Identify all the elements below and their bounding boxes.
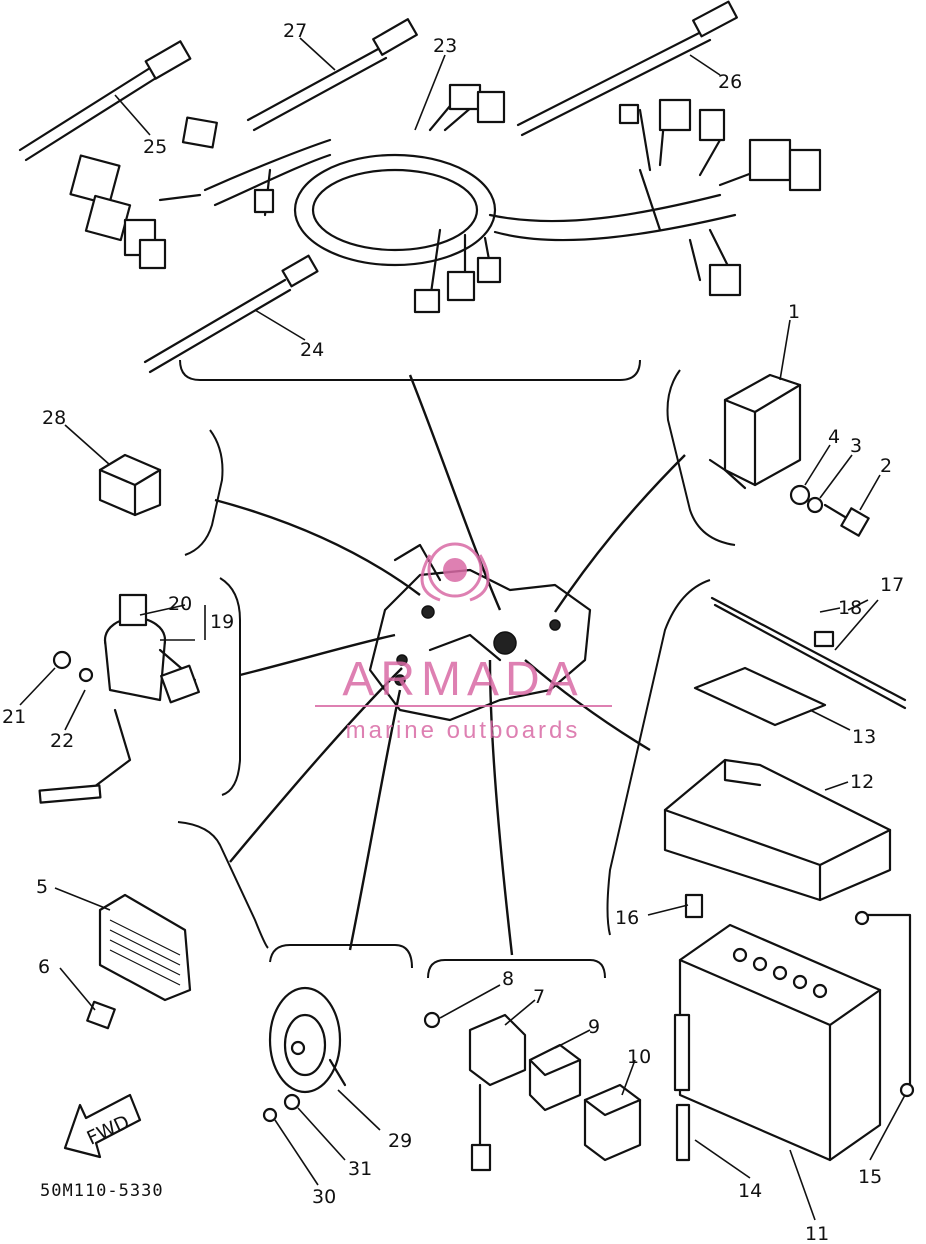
battery-band bbox=[710, 596, 907, 710]
group-brackets bbox=[177, 359, 736, 979]
callout-21: 21 bbox=[2, 706, 26, 728]
watermark: ARMADA marine outboards bbox=[315, 542, 612, 744]
callout-19: 19 bbox=[210, 611, 234, 633]
cable-tie-26 bbox=[516, 0, 738, 137]
callout-24: 24 bbox=[300, 339, 324, 361]
callout-1: 1 bbox=[788, 301, 800, 323]
callout-28: 28 bbox=[42, 407, 66, 429]
callout-18: 18 bbox=[838, 597, 862, 619]
callout-23: 23 bbox=[433, 35, 457, 57]
callout-7: 7 bbox=[533, 986, 545, 1008]
battery bbox=[678, 923, 882, 1162]
harness-connectors bbox=[69, 83, 822, 314]
callout-10: 10 bbox=[627, 1046, 651, 1068]
callout-30: 30 bbox=[312, 1186, 336, 1208]
callout-8: 8 bbox=[502, 968, 514, 990]
callout-11: 11 bbox=[805, 1223, 829, 1244]
horn bbox=[262, 986, 347, 1123]
watermark-logo-icon bbox=[427, 542, 483, 598]
main-switch bbox=[38, 593, 200, 804]
callout-12: 12 bbox=[850, 771, 874, 793]
callout-14: 14 bbox=[738, 1180, 762, 1202]
relay-10 bbox=[583, 1083, 642, 1162]
callout-6: 6 bbox=[38, 956, 50, 978]
battery-pad bbox=[693, 666, 827, 727]
callouts: 1 2 3 4 5 6 7 8 9 10 11 12 13 14 15 16 1… bbox=[2, 20, 904, 1244]
breather-hose bbox=[673, 1013, 691, 1162]
callout-3: 3 bbox=[850, 435, 862, 457]
callout-15: 15 bbox=[858, 1166, 882, 1188]
callout-26: 26 bbox=[718, 71, 742, 93]
callout-29: 29 bbox=[388, 1130, 412, 1152]
fwd-arrow-icon: FWD bbox=[63, 1093, 142, 1159]
relay-28 bbox=[98, 453, 162, 517]
callout-20: 20 bbox=[168, 593, 192, 615]
relay-9 bbox=[528, 1043, 582, 1112]
callout-25: 25 bbox=[143, 136, 167, 158]
callout-4: 4 bbox=[828, 426, 840, 448]
watermark-brand: ARMADA bbox=[342, 653, 583, 706]
screw-16 bbox=[684, 893, 704, 919]
drawing-code: 50M110-5330 bbox=[40, 1181, 164, 1201]
connector-lines bbox=[214, 374, 686, 956]
callout-31: 31 bbox=[348, 1158, 372, 1180]
cable-tie-25 bbox=[18, 40, 192, 162]
cable-tie-24 bbox=[143, 254, 319, 374]
battery-cover bbox=[663, 758, 892, 902]
cdi-unit bbox=[708, 373, 802, 490]
cable-tie-27 bbox=[246, 18, 418, 132]
battery-lead bbox=[854, 910, 915, 1098]
callout-27: 27 bbox=[283, 20, 307, 42]
callout-2: 2 bbox=[880, 455, 892, 477]
callout-17: 17 bbox=[880, 574, 904, 596]
rectifier-regulator bbox=[86, 893, 192, 1030]
callout-5: 5 bbox=[36, 876, 48, 898]
watermark-tagline: marine outboards bbox=[346, 717, 581, 744]
bolt-assembly bbox=[789, 484, 870, 537]
callout-13: 13 bbox=[852, 726, 876, 748]
starter-relay bbox=[423, 1011, 527, 1172]
leader-lines bbox=[19, 37, 906, 1221]
callout-16: 16 bbox=[615, 907, 639, 929]
vehicle-location-sketch bbox=[368, 543, 592, 722]
callout-9: 9 bbox=[588, 1016, 600, 1038]
callout-22: 22 bbox=[50, 730, 74, 752]
